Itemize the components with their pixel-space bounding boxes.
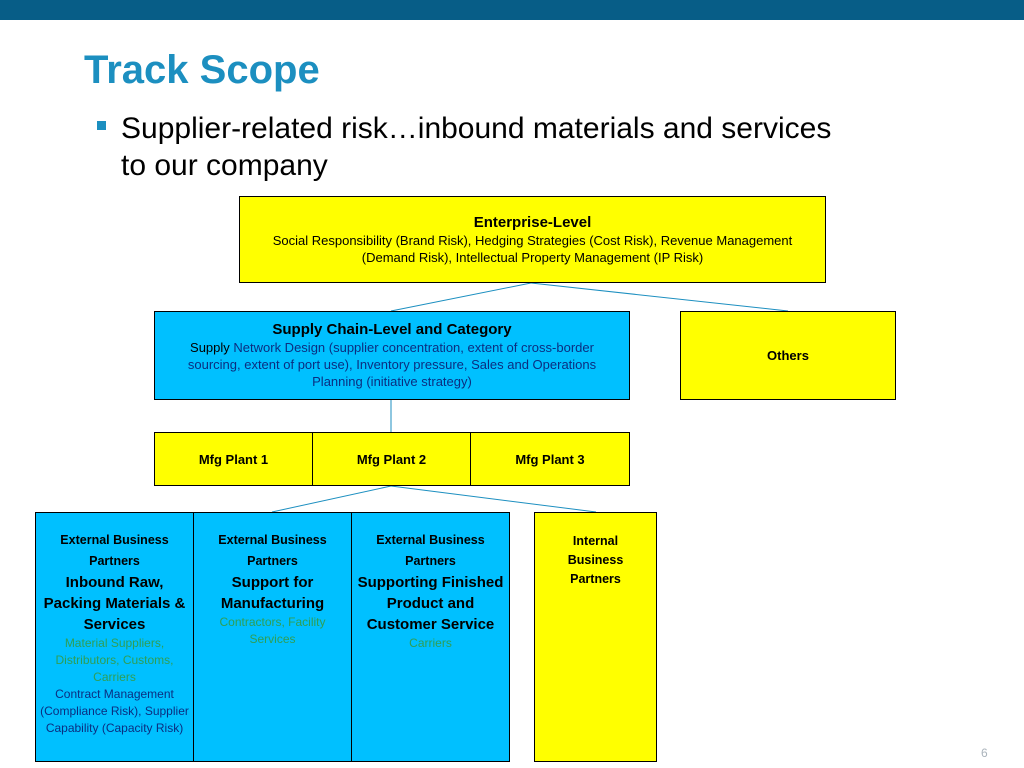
finished-product-partners-label: External Business Partners: [376, 533, 485, 568]
supply-chain-body: Supply Network Design (supplier concentr…: [155, 339, 629, 390]
plant-label: Mfg Plant 2: [356, 451, 427, 467]
manufacturing-partners-examples: Contractors, Facility Services: [219, 615, 326, 646]
top-bar: [0, 0, 1024, 20]
internal-partners-box: Internal Business Partners: [534, 512, 657, 762]
connector-enterprise-supplychain: [390, 282, 532, 312]
supply-chain-body-prefix: Supply: [190, 340, 230, 355]
enterprise-level-box: Enterprise-Level Social Responsibility (…: [239, 196, 826, 283]
bullet-text: Supplier-related risk…inbound materials …: [121, 112, 832, 182]
enterprise-heading: Enterprise-Level: [473, 214, 592, 231]
supply-chain-body-text: Network Design (supplier concentration, …: [187, 340, 597, 389]
plant-box-3: Mfg Plant 3: [470, 432, 630, 486]
finished-product-partners-heading: Supporting Finished Product and Customer…: [357, 574, 504, 633]
supply-chain-heading: Supply Chain-Level and Category: [272, 321, 512, 338]
connector-enterprise-others: [530, 282, 789, 312]
connector-plants-finished: [390, 485, 597, 513]
enterprise-body: Social Responsibility (Brand Risk), Hedg…: [272, 233, 793, 265]
bullet-square-icon: [97, 121, 106, 130]
others-box: Others: [680, 311, 896, 400]
others-label: Others: [767, 348, 809, 363]
inbound-partners-examples: Material Suppliers, Distributors, Custom…: [55, 636, 174, 684]
connector-plants-inbound: [271, 485, 392, 513]
plant-box-2: Mfg Plant 2: [312, 432, 471, 486]
finished-product-partners-examples: Carriers: [409, 636, 452, 650]
plant-box-1: Mfg Plant 1: [154, 432, 313, 486]
finished-product-partners-box: External Business Partners Supporting Fi…: [351, 512, 510, 762]
manufacturing-partners-heading: Support for Manufacturing: [220, 574, 325, 612]
inbound-partners-risks: Contract Management (Compliance Risk), S…: [40, 687, 189, 735]
inbound-partners-box: External Business Partners Inbound Raw, …: [35, 512, 194, 762]
manufacturing-partners-label: External Business Partners: [218, 533, 327, 568]
page-number: 6: [981, 746, 988, 760]
supply-chain-box: Supply Chain-Level and Category Supply N…: [154, 311, 630, 400]
inbound-partners-heading: Inbound Raw, Packing Materials & Service…: [43, 574, 186, 633]
plant-label: Mfg Plant 3: [515, 451, 585, 467]
manufacturing-partners-box: External Business Partners Support for M…: [193, 512, 352, 762]
inbound-partners-label: External Business Partners: [60, 533, 169, 568]
plant-label: Mfg Plant 1: [198, 451, 269, 467]
slide-title: Track Scope: [84, 48, 320, 92]
internal-partners-label: Internal Business Partners: [567, 534, 624, 586]
